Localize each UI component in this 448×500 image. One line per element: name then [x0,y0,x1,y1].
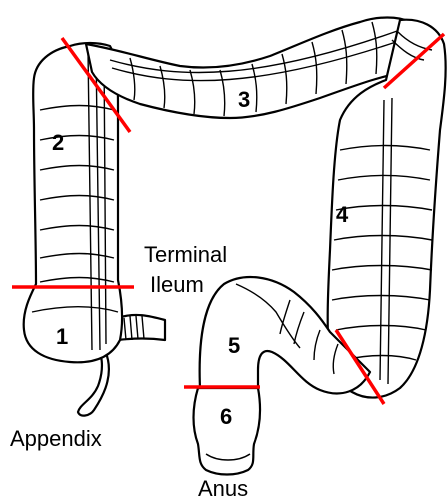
segment-number-6: 6 [220,404,232,429]
segment-number-5: 5 [228,333,240,358]
terminal-ileum [118,315,165,340]
label-terminal: Terminal [144,242,227,267]
label-anus: Anus [198,476,248,500]
segment-number-3: 3 [238,87,250,112]
segment-number-2: 2 [52,130,64,155]
segment-number-1: 1 [56,324,68,349]
label-ileum: Ileum [150,272,204,297]
ascending-colon [24,43,122,362]
label-appendix: Appendix [10,426,102,451]
rectum [194,388,261,475]
segment-number-4: 4 [336,202,349,227]
